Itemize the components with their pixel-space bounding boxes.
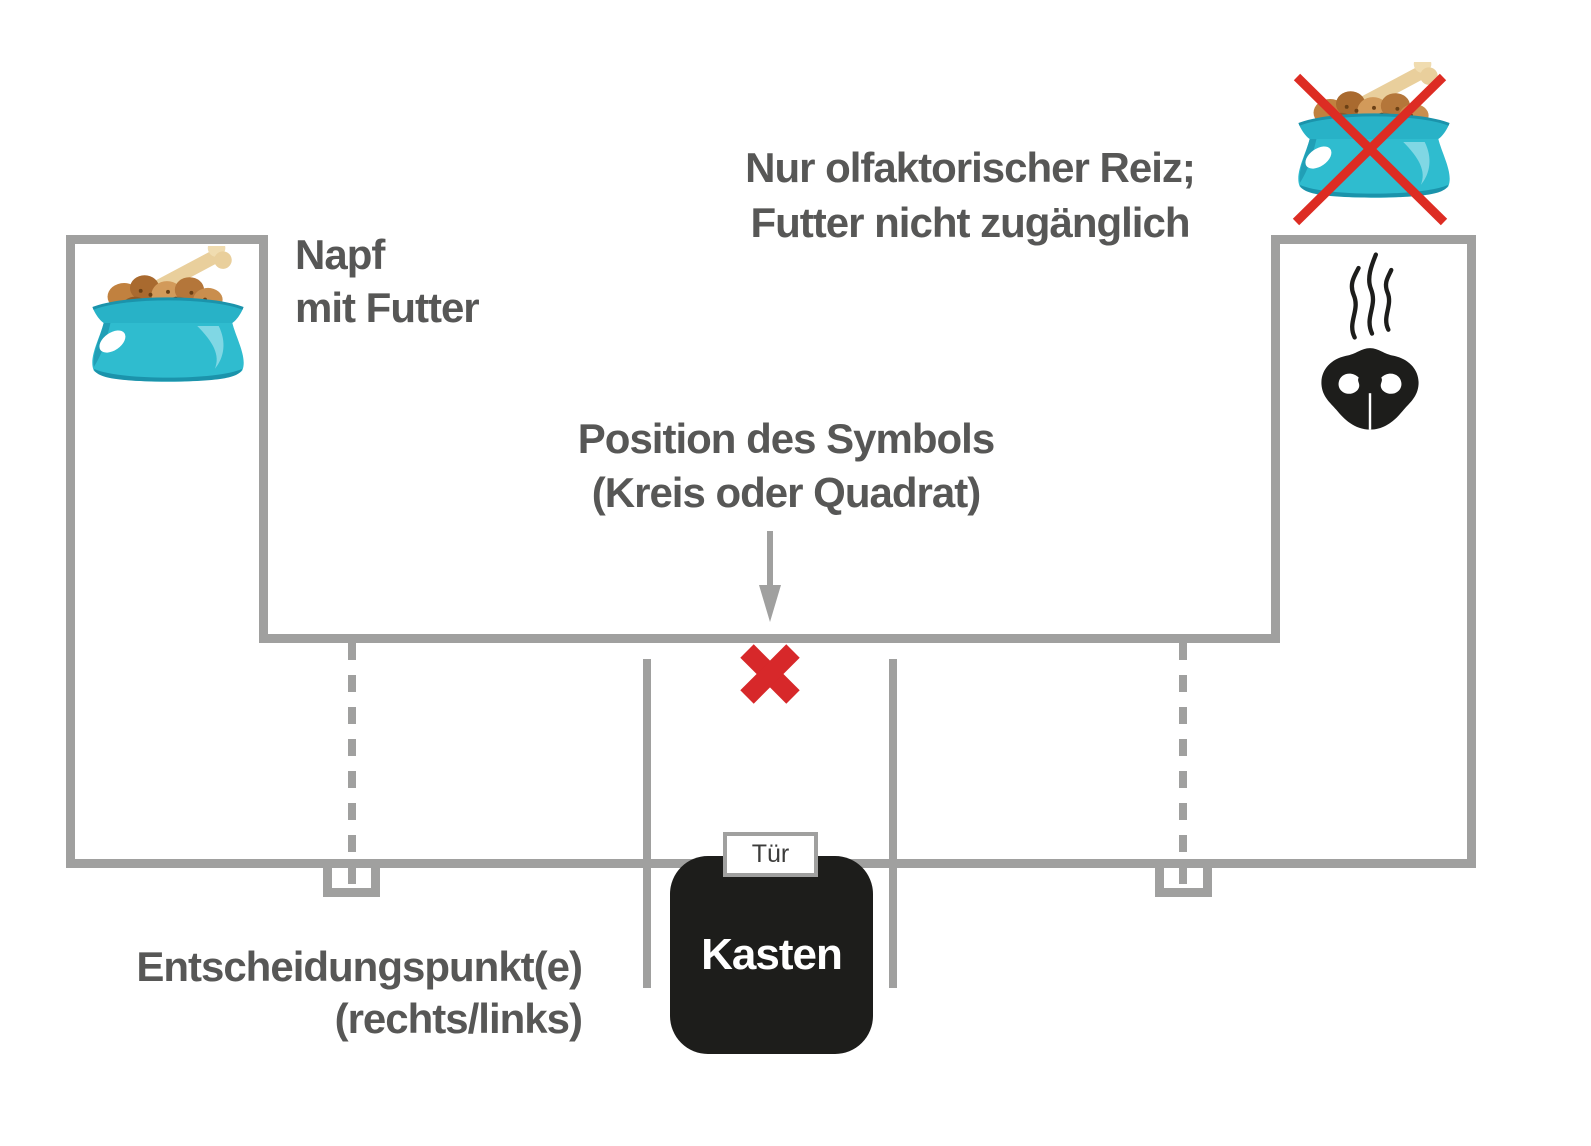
- right-outer-wall: [1467, 235, 1476, 868]
- left-arm-top-wall: [66, 235, 268, 244]
- down-arrow-icon: [767, 531, 773, 587]
- decision-dashed-line-right: [1179, 643, 1187, 886]
- decision-point-label-line1: Entscheidungspunkt(e): [136, 943, 583, 990]
- symbol-barrier-wall: [259, 634, 1280, 643]
- food-bowl-icon: [92, 246, 244, 382]
- food-bowl-label-line2: mit Futter: [295, 284, 480, 331]
- decision-dashed-line-left: [348, 643, 356, 886]
- start-corridor-right-wall: [889, 659, 897, 988]
- left-inner-wall: [259, 235, 268, 643]
- decision-point-label-line2: (rechts/links): [334, 995, 583, 1042]
- smell-lines-icon: [1349, 252, 1394, 340]
- olfactory-label: Nur olfaktorischer Reiz; Futter nicht zu…: [720, 140, 1220, 250]
- door-label: Tür: [751, 840, 790, 868]
- red-cross-icon: [1292, 73, 1448, 226]
- decision-point-label: Entscheidungspunkt(e) (rechts/links): [82, 941, 583, 1045]
- door-box: Tür: [723, 832, 818, 877]
- symbol-position-label-line2: (Kreis oder Quadrat): [591, 469, 981, 516]
- right-inner-wall: [1271, 235, 1280, 643]
- food-bowl-label: Napf mit Futter: [295, 228, 480, 334]
- olfactory-label-line1: Nur olfaktorischer Reiz;: [745, 144, 1196, 191]
- down-arrow-head-icon: [759, 585, 781, 622]
- symbol-position-label-line1: Position des Symbols: [577, 415, 995, 462]
- olfactory-label-line2: Futter nicht zugänglich: [750, 199, 1191, 246]
- right-arm-top-wall: [1271, 235, 1476, 244]
- red-x-marker: [740, 644, 800, 704]
- food-bowl-label-line1: Napf: [295, 231, 385, 278]
- left-outer-wall: [66, 235, 75, 868]
- symbol-position-label: Position des Symbols (Kreis oder Quadrat…: [536, 412, 1036, 520]
- dog-nose-icon: [1321, 348, 1419, 430]
- start-box-label: Kasten: [701, 930, 843, 979]
- start-corridor-left-wall: [643, 659, 651, 988]
- start-box: Kasten: [670, 856, 873, 1054]
